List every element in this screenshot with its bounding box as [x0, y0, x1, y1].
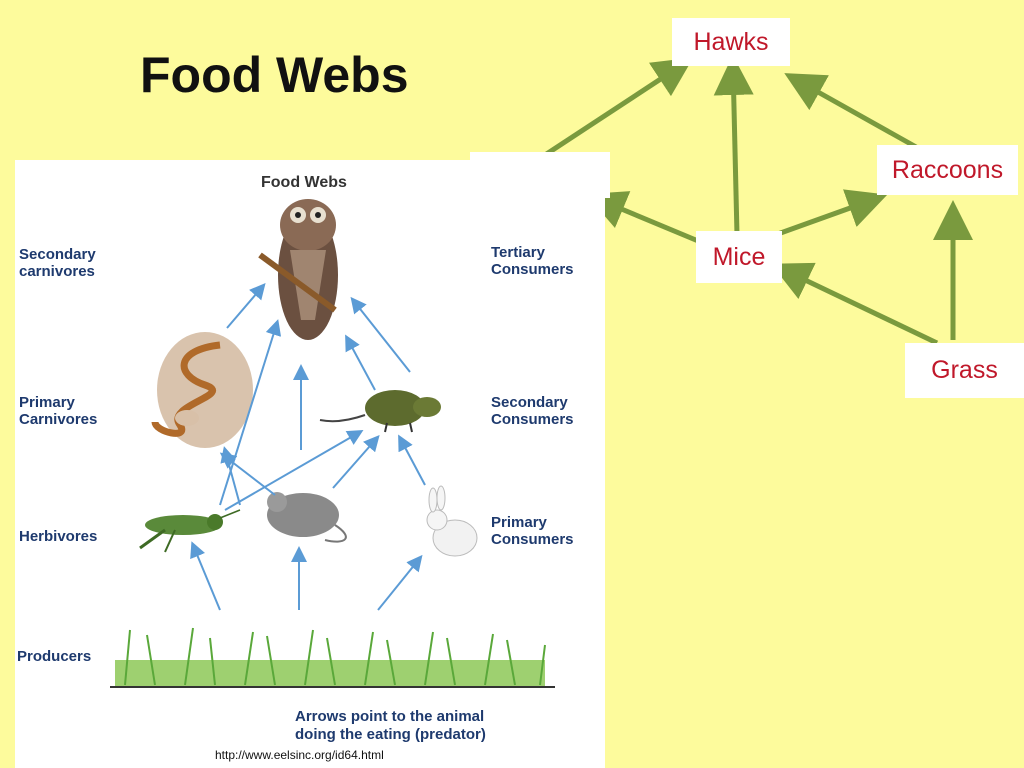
- shrew-illustration: [319, 390, 441, 433]
- grasshopper-illustration: [139, 509, 241, 553]
- slide-title: Food Webs: [140, 47, 409, 103]
- arrow-mice-to-raccoons: [774, 189, 888, 238]
- arrow-mouse-to-shrew: [332, 434, 380, 489]
- node-raccoons: Raccoons: [877, 145, 1018, 195]
- illustration-title: Food Webs: [261, 174, 347, 191]
- arrow-grass-to-grasshopper: [190, 541, 221, 611]
- arrow-grass-to-rabbit: [377, 554, 423, 611]
- arrow-shrew-to-owl-2: [350, 296, 411, 373]
- label-tertiary-consumers: Tertiary Consumers: [491, 244, 574, 278]
- label-primary-carnivores: Primary Carnivores: [19, 394, 98, 428]
- label-secondary-carnivores: Secondary carnivores: [19, 246, 96, 280]
- label-herbivores: Herbivores: [19, 528, 98, 545]
- arrow-grass-to-mice: [770, 262, 939, 346]
- label-producers: Producers: [17, 648, 92, 665]
- arrow-raccoons-to-hawks: [784, 73, 927, 155]
- arrow-grasshopper-to-owl: [219, 319, 282, 506]
- node-mice: Mice: [696, 231, 782, 283]
- illustration-drawing: [110, 199, 555, 688]
- arrow-note: Arrows point to the animal doing the eat…: [295, 708, 486, 744]
- food-web-illustration: Food Webs Secondary carnivores Primary C…: [15, 160, 605, 768]
- source-url: http://www.eelsinc.org/id64.html: [215, 748, 384, 762]
- arrow-mice-to-hawks: [713, 55, 754, 236]
- arrow-shrew-to-owl: [345, 334, 376, 391]
- arrow-note-line-2: doing the eating (predator): [295, 726, 486, 743]
- arrow-snake-to-owl: [226, 282, 266, 329]
- grass-illustration: [110, 627, 555, 688]
- label-secondary-consumers: Secondary Consumers: [491, 394, 574, 428]
- arrow-grasshopper-to-shrew: [224, 429, 364, 511]
- arrow-rabbit-to-shrew: [398, 434, 426, 486]
- snake-illustration: [151, 332, 253, 448]
- label-primary-consumers: Primary Consumers: [491, 514, 574, 548]
- arrow-mouse-to-snake: [219, 452, 276, 496]
- mouse-illustration: [267, 492, 347, 543]
- arrow-weasels-to-hawks: [543, 57, 694, 158]
- owl-illustration: [258, 199, 338, 340]
- arrow-mice-to-weasels: [585, 191, 704, 246]
- node-hawks: Hawks: [672, 18, 790, 66]
- arrow-note-line-1: Arrows point to the animal: [295, 708, 485, 725]
- node-grass: Grass: [905, 343, 1024, 398]
- rabbit-illustration: [426, 485, 478, 557]
